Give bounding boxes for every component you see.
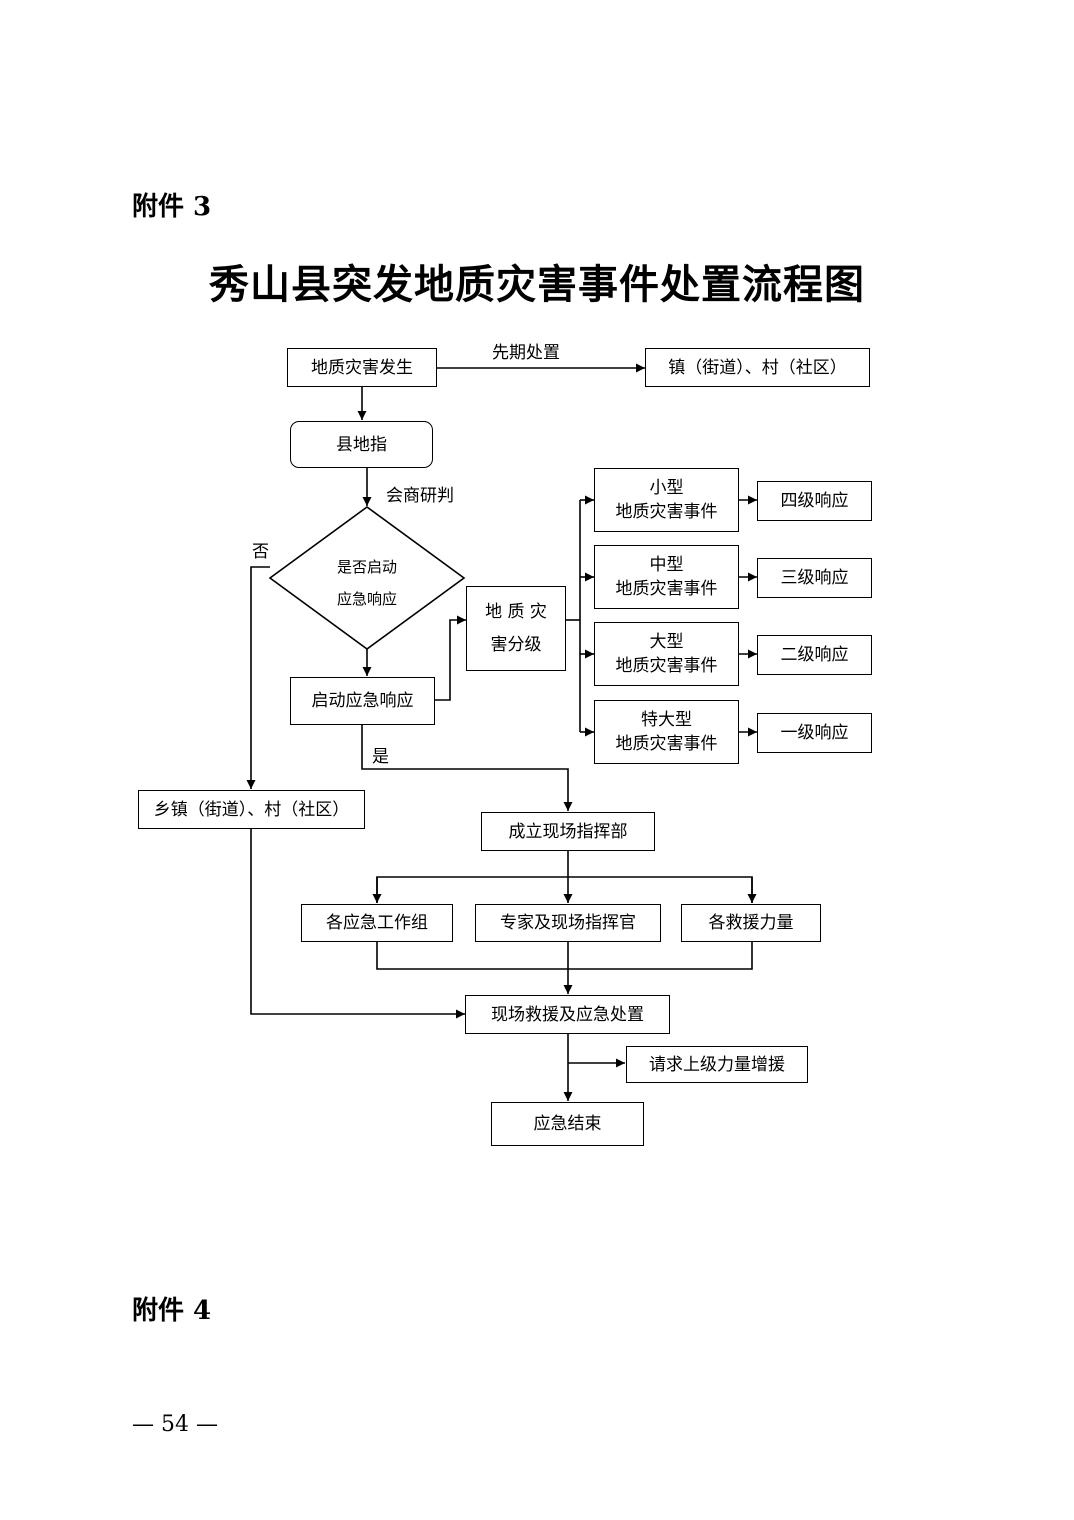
onsite-rescue-label: 现场救援及应急处置 — [491, 1004, 644, 1025]
town-village-left-box: 乡镇（街道）、村（社区） — [138, 790, 365, 829]
disaster-type-small-line-2: 地质灾害事件 — [615, 502, 718, 522]
arrow-to-classification — [435, 615, 466, 701]
decision-line-2: 应急响应 — [336, 590, 397, 608]
working-groups-box: 各应急工作组 — [301, 904, 453, 942]
disaster-type-small-line-1: 小型 — [649, 478, 684, 498]
experts-commander-label: 专家及现场指挥官 — [500, 913, 636, 933]
early-response-label: 先期处置 — [492, 343, 560, 363]
town-village-top-label: 镇（街道）、村（社区） — [668, 357, 847, 378]
town-village-left-label: 乡镇（街道）、村（社区） — [153, 799, 350, 820]
county-hq-label: 县地指 — [336, 434, 387, 455]
response-level-1: 一级响应 — [757, 713, 872, 753]
response-level-3: 三级响应 — [757, 558, 872, 598]
working-groups-label: 各应急工作组 — [326, 913, 428, 933]
field-command-label: 成立现场指挥部 — [508, 821, 628, 842]
disaster-occurs-box: 地质灾害发生 — [287, 348, 437, 387]
request-support-box: 请求上级力量增援 — [626, 1046, 808, 1083]
no-label: 否 — [252, 542, 269, 562]
disaster-type-medium-line-1: 中型 — [649, 555, 684, 575]
response-level-4-label: 四级响应 — [780, 491, 849, 511]
town-village-top-box: 镇（街道）、村（社区） — [645, 348, 870, 387]
response-level-1-label: 一级响应 — [780, 723, 849, 743]
groups-split-bus — [376, 876, 753, 903]
start-response-box: 启动应急响应 — [290, 677, 435, 725]
disaster-type-medium: 中型 地质灾害事件 — [594, 545, 739, 609]
response-level-4: 四级响应 — [757, 481, 872, 521]
rescue-forces-box: 各救援力量 — [681, 904, 821, 942]
response-level-3-label: 三级响应 — [780, 568, 849, 588]
yes-label: 是 — [372, 747, 389, 767]
field-command-box: 成立现场指挥部 — [481, 812, 655, 851]
arrow-yes-branch — [361, 725, 573, 811]
page-number: — 54 — — [132, 1412, 218, 1437]
disaster-type-small: 小型 地质灾害事件 — [594, 468, 739, 532]
disaster-type-large-line-1: 大型 — [649, 632, 684, 652]
decision-text: 是否启动 应急响应 — [307, 551, 427, 615]
disaster-type-extra-large-line-1: 特大型 — [641, 710, 692, 730]
arrow-town-to-onsite — [250, 829, 465, 1019]
disaster-occurs-label: 地质灾害发生 — [311, 357, 413, 378]
request-support-label: 请求上级力量增援 — [649, 1054, 785, 1075]
disaster-type-extra-large: 特大型 地质灾害事件 — [594, 700, 739, 764]
groups-merge-bus — [376, 942, 753, 970]
disaster-type-medium-line-2: 地质灾害事件 — [615, 579, 718, 599]
decision-line-1: 是否启动 — [336, 558, 397, 576]
onsite-rescue-box: 现场救援及应急处置 — [465, 995, 670, 1034]
response-level-2-label: 二级响应 — [780, 645, 849, 665]
classification-box: 地 质 灾 害分级 — [466, 586, 566, 671]
attachment-4-label: 附件 4 — [132, 1296, 212, 1326]
experts-commander-box: 专家及现场指挥官 — [475, 904, 661, 942]
county-hq-box: 县地指 — [290, 421, 433, 468]
response-level-2: 二级响应 — [757, 635, 872, 675]
rescue-forces-label: 各救援力量 — [708, 913, 794, 933]
disaster-type-large-line-2: 地质灾害事件 — [615, 656, 718, 676]
response-end-box: 应急结束 — [491, 1102, 644, 1146]
start-response-label: 启动应急响应 — [311, 691, 414, 711]
disaster-type-extra-large-line-2: 地质灾害事件 — [615, 734, 718, 754]
disaster-type-large: 大型 地质灾害事件 — [594, 622, 739, 686]
classification-line-1: 地 质 灾 — [485, 601, 547, 622]
page-title: 秀山县突发地质灾害事件处置流程图 — [209, 261, 865, 308]
response-end-label: 应急结束 — [533, 1114, 602, 1134]
attachment-3-label: 附件 3 — [132, 192, 212, 222]
classification-line-2: 害分级 — [490, 634, 542, 655]
consult-label: 会商研判 — [386, 486, 454, 506]
arrow-no-branch — [246, 566, 270, 789]
